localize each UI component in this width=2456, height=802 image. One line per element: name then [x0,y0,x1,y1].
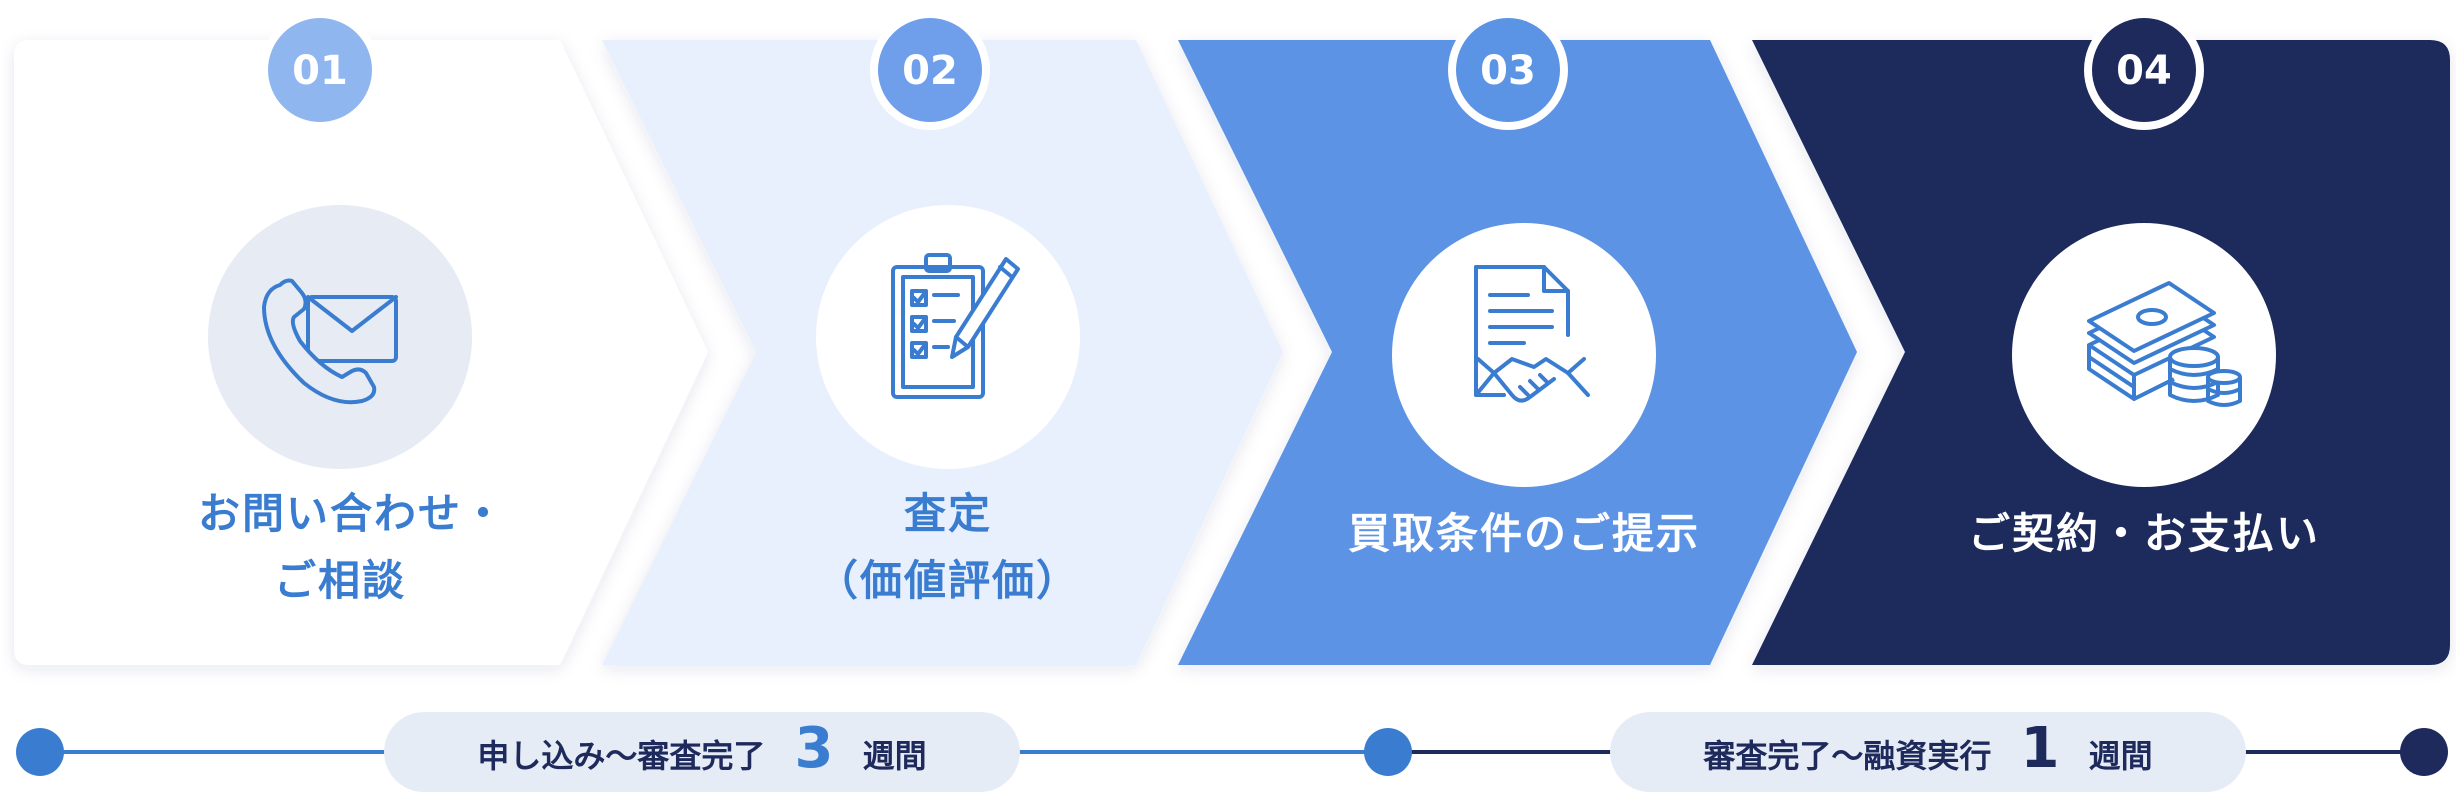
step-1-number-badge: 01 [260,10,380,130]
step-1: お問い合わせ・ ご相談 [14,40,708,665]
clipboard-checklist-icon [891,253,1020,399]
duration-2-number: 1 [2021,716,2060,781]
step-1-label-line2: ご相談 [274,556,406,605]
step-2-label-line1: 査定 [904,489,992,538]
step-2-number: 02 [902,48,958,94]
duration-1-prefix: 申し込み〜審査完了 [477,737,765,775]
step-1-label-line1: お問い合わせ・ [198,489,506,538]
timeline-mid-dot [1364,728,1412,776]
step-2-icon-circle [816,205,1080,469]
step-1-number: 01 [292,48,348,94]
contract-handshake-icon [1474,265,1590,403]
step-3-icon-circle [1392,223,1656,487]
step-2: 査定 （価値評価） [602,40,1283,665]
step-4-number-badge: 04 [2084,10,2204,130]
step-3-label: 買取条件のご提示 [1348,509,1700,558]
step-4-number: 04 [2116,48,2172,94]
timeline: 申し込み〜審査完了 3 週間 審査完了〜融資実行 1 週間 [16,712,2448,792]
duration-pill-1: 申し込み〜審査完了 3 週間 [384,712,1020,792]
duration-pill-2: 審査完了〜融資実行 1 週間 [1610,712,2246,792]
step-3-number-badge: 03 [1448,10,1568,130]
money-coins-icon [2087,281,2242,407]
step-3-number: 03 [1480,48,1536,94]
duration-2-prefix: 審査完了〜融資実行 [1702,737,1991,775]
step-4: ご契約・お支払い [1752,40,2450,665]
phone-mail-icon [262,278,398,405]
svg-text:申し込み〜審査完了 3: 申し込み〜審査完了 3 週間 [477,716,926,781]
duration-1-number: 3 [795,716,834,781]
timeline-start-dot [16,728,64,776]
step-3: 買取条件のご提示 [1178,40,1857,665]
step-2-number-badge: 02 [870,10,990,130]
duration-1-suffix: 週間 [863,737,927,775]
duration-2-suffix: 週間 [2089,737,2153,775]
timeline-end-dot [2400,728,2448,776]
step-2-label-line2: （価値評価） [816,556,1080,605]
svg-text:審査完了〜融資実行 1: 審査完了〜融資実行 1 週間 [1702,716,2152,781]
step-4-label: ご契約・お支払い [1968,509,2320,558]
